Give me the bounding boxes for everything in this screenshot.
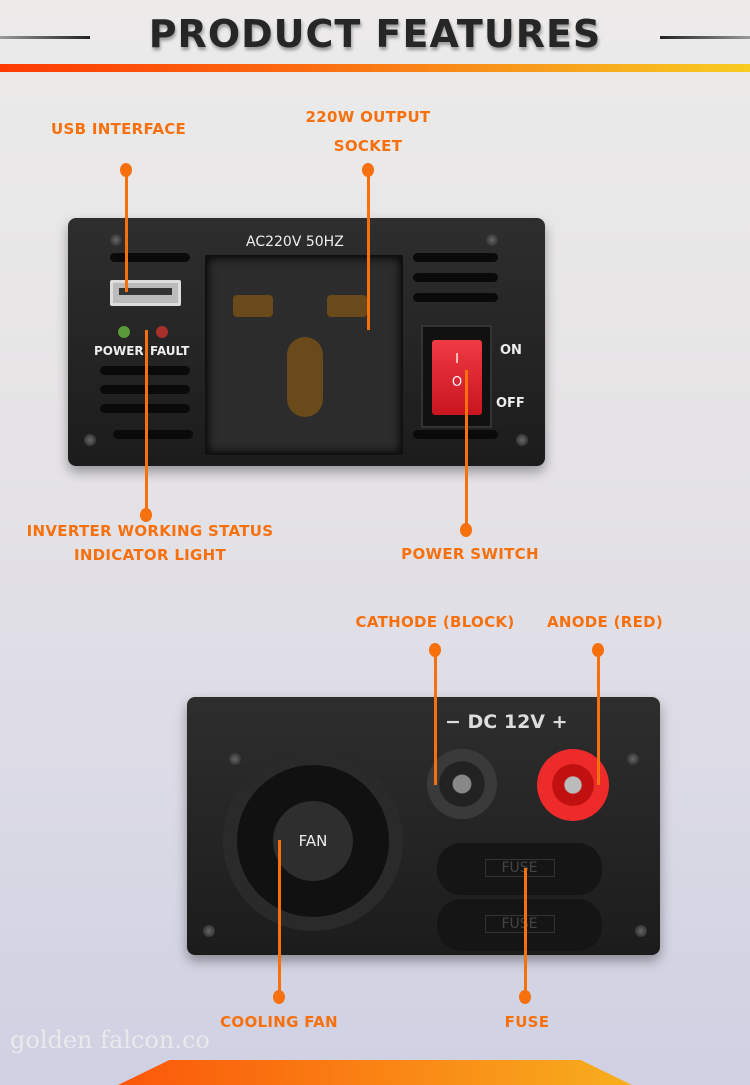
vent: [413, 430, 498, 439]
socket-rating: AC220V 50HZ: [246, 234, 344, 250]
callout-line: [278, 840, 281, 997]
anode-callout-label: ANODE (RED): [546, 613, 664, 631]
screw: [229, 753, 241, 765]
header-gradient-bar: [0, 64, 750, 72]
usb-port[interactable]: [110, 280, 181, 306]
callout-line: [367, 170, 370, 330]
vent: [113, 430, 193, 439]
screw: [110, 234, 122, 246]
switch-off-glyph: O: [451, 375, 463, 390]
power-switch-callout-label: POWER SWITCH: [401, 545, 539, 563]
fault-led: [156, 326, 168, 338]
vent: [110, 253, 190, 262]
inverter-front-panel: AC220V 50HZ POWER FAULT I O ON OFF: [68, 218, 545, 466]
cooling-fan-callout-label: COOLING FAN: [220, 1013, 338, 1031]
header-rule-left: [0, 36, 90, 39]
socket-hole: [233, 295, 273, 317]
watermark: golden falcon.co: [10, 1026, 210, 1054]
switch-off-label: OFF: [496, 396, 525, 411]
power-led-label: POWER: [94, 344, 144, 358]
rocker[interactable]: I O: [432, 340, 482, 415]
socket-hole: [327, 295, 367, 317]
callout-dot: [519, 990, 531, 1004]
inverter-back-panel: FAN − DC 12V + FUSE FUSE: [187, 697, 660, 955]
fault-led-label: FAULT: [150, 344, 190, 358]
screw: [486, 234, 498, 246]
callout-line: [597, 650, 600, 785]
screw: [627, 753, 639, 765]
callout-line: [145, 330, 148, 515]
fan-hub-label: FAN: [273, 801, 353, 881]
footer-gradient-tab: [118, 1060, 632, 1085]
screw: [203, 925, 215, 937]
screw: [635, 925, 647, 937]
status-callout-label-2: INDICATOR LIGHT: [73, 546, 227, 564]
cathode-callout-label: CATHODE (BLOCK): [355, 613, 515, 631]
cooling-fan: FAN: [223, 751, 403, 931]
screw: [84, 434, 96, 446]
page-title: PRODUCT FEATURES: [148, 12, 602, 56]
callout-dot: [460, 523, 472, 537]
fuse-holder[interactable]: FUSE: [437, 899, 602, 951]
usb-callout-label: USB INTERFACE: [51, 120, 187, 138]
vent: [413, 273, 498, 282]
callout-line: [465, 370, 468, 530]
callout-line: [434, 650, 437, 785]
fuse-1-label: FUSE: [484, 859, 555, 877]
screw: [516, 434, 528, 446]
fuse-holder[interactable]: FUSE: [437, 843, 602, 895]
fuse-callout-label: FUSE: [504, 1013, 550, 1031]
vent: [413, 253, 498, 262]
callout-line: [524, 868, 527, 997]
dc-input-label: − DC 12V +: [445, 711, 568, 733]
header-rule-right: [660, 36, 750, 39]
switch-on-label: ON: [500, 343, 522, 358]
callout-line: [125, 170, 128, 292]
ac-output-socket[interactable]: [205, 255, 403, 455]
status-callout-label-1: INVERTER WORKING STATUS: [26, 522, 274, 540]
socket-callout-label-2: SOCKET: [333, 137, 403, 155]
fuse-2-label: FUSE: [484, 915, 555, 933]
vent: [413, 293, 498, 302]
socket-callout-label-1: 220W OUTPUT: [305, 108, 431, 126]
callout-dot: [273, 990, 285, 1004]
power-led: [118, 326, 130, 338]
callout-dot: [140, 508, 152, 522]
power-switch[interactable]: I O: [421, 325, 492, 428]
socket-hole: [287, 337, 323, 417]
cathode-terminal[interactable]: [427, 749, 497, 819]
switch-on-glyph: I: [455, 352, 459, 367]
